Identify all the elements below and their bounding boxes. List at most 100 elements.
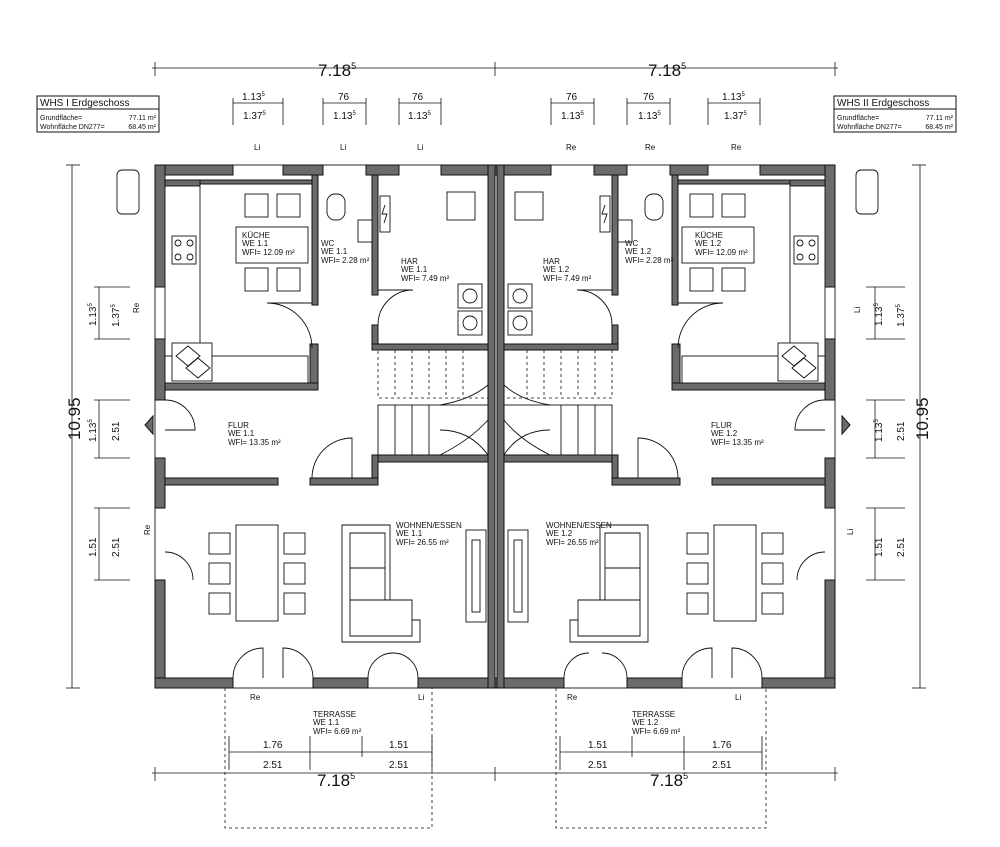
label-terrasse-2-area: WFl= 6.69 m² [632, 727, 681, 736]
info-right-value-1: 77.11 m² [926, 115, 954, 122]
label-terrasse-1-unit: WE 1.1 [313, 718, 340, 727]
left-unit-furniture [164, 185, 489, 679]
dim-l1b: 1.375 [111, 304, 122, 327]
stove-left [171, 235, 197, 265]
dim-t1d: 2.51 [389, 760, 409, 771]
label-kueche-1-area: WFl= 12.09 m² [242, 248, 295, 257]
label-flur-1-area: WFl= 13.35 m² [228, 438, 281, 447]
label-har-2-area: WFl= 7.49 m² [543, 274, 592, 283]
dim-l1a: 1.135 [88, 303, 99, 326]
dim-r2a: 1.135 [874, 419, 885, 442]
label-wohnen-1-area: WFl= 26.55 m² [396, 538, 449, 547]
dim-t2b: 1.76 [712, 740, 732, 751]
label-wohnen-1-name: WOHNEN/ESSEN [396, 521, 462, 530]
dim-t1c: 2.51 [263, 760, 283, 771]
label-wc-2-name: WC [625, 239, 639, 248]
label-wohnen-2-area: WFl= 26.55 m² [546, 538, 599, 547]
entrance-arrow-right [841, 414, 851, 436]
dim-r1b: 1.375 [896, 304, 907, 327]
label-har-2-unit: WE 1.2 [543, 265, 570, 274]
info-left-value-1: 77.11 m² [129, 115, 157, 122]
dim-w4b: 1.135 [561, 111, 584, 122]
dim-r3b: 2.51 [896, 537, 907, 557]
dim-r1a: 1.135 [874, 303, 885, 326]
mark-li-right-1: Li [853, 307, 862, 313]
terrace-outlines [224, 688, 767, 829]
label-wc-1-area: WFl= 2.28 m² [321, 256, 370, 265]
label-flur-1-unit: WE 1.1 [228, 429, 255, 438]
bin-left [116, 169, 140, 215]
dim-w4a: 76 [566, 92, 578, 103]
room-labels-right: KÜCHE WE 1.2 WFl= 12.09 m² WC WE 1.2 WFl… [543, 231, 764, 736]
dim-t2a: 1.51 [588, 740, 608, 751]
label-kueche-2-name: KÜCHE [695, 231, 723, 240]
info-right-title: WHS II Erdgeschoss [837, 98, 929, 109]
building-walls [154, 164, 836, 689]
dimension-right: 10.95 1.135 1.375 1.135 2.51 1.51 2.51 L… [846, 164, 932, 689]
mark-re-left-2: Re [143, 524, 152, 535]
dim-w1b: 1.375 [243, 111, 266, 122]
dim-w5b: 1.135 [638, 111, 661, 122]
dim-w3a: 76 [412, 92, 424, 103]
dim-w5a: 76 [643, 92, 655, 103]
mark-li-1: Li [254, 143, 260, 152]
dim-r2b: 2.51 [896, 421, 907, 441]
info-left-title: WHS I Erdgeschoss [40, 98, 129, 109]
dim-t2c: 2.51 [588, 760, 608, 771]
info-left-value-2: 68.45 m² [128, 124, 156, 131]
room-labels-left: KÜCHE WE 1.1 WFl= 12.09 m² WC WE 1.1 WFl… [228, 231, 462, 736]
dim-t1a: 1.76 [263, 740, 283, 751]
label-terrasse-1-area: WFl= 6.69 m² [313, 727, 362, 736]
mark-re-b2: Re [567, 693, 578, 702]
sink-left [171, 342, 213, 382]
label-har-1-name: HAR [401, 257, 418, 266]
dim-l3b: 2.51 [111, 537, 122, 557]
mark-re-b1: Re [250, 693, 261, 702]
mark-re-1: Re [566, 143, 577, 152]
label-wc-1-unit: WE 1.1 [321, 247, 348, 256]
label-kueche-2-area: WFl= 12.09 m² [695, 248, 748, 257]
stove-right [793, 235, 819, 265]
label-flur-2-area: WFl= 13.35 m² [711, 438, 764, 447]
window-dims-top: 1.135 1.375 76 1.135 76 1.135 76 1.135 7… [232, 92, 761, 125]
label-terrasse-2-name: TERRASSE [632, 710, 675, 719]
label-har-1-unit: WE 1.1 [401, 265, 428, 274]
label-terrasse-2-unit: WE 1.2 [632, 718, 659, 727]
dim-t1b: 1.51 [389, 740, 409, 751]
bin-right [855, 169, 879, 215]
mark-li-3: Li [417, 143, 423, 152]
dim-top-right: 7.185 [648, 61, 686, 80]
label-terrasse-1-name: TERRASSE [313, 710, 356, 719]
dimension-top-overall: 7.185 7.185 [152, 61, 838, 80]
dimension-bottom-overall: 7.185 7.185 [152, 767, 838, 790]
mark-li-b2: Li [735, 693, 741, 702]
entrance-arrow-left [144, 414, 154, 436]
label-kueche-1-unit: WE 1.1 [242, 239, 269, 248]
side-marks-bottom: Re Li Re Li [250, 693, 741, 702]
mark-re-2: Re [645, 143, 656, 152]
side-marks-top: Li Li Li Re Re Re [254, 143, 742, 152]
label-wc-2-unit: WE 1.2 [625, 247, 652, 256]
dim-w6a: 1.135 [722, 92, 745, 103]
label-flur-2-name: FLUR [711, 421, 732, 430]
label-wc-2-area: WFl= 2.28 m² [625, 256, 674, 265]
dimension-left: 10.95 1.135 1.375 1.135 2.51 1.51 2.51 R… [65, 164, 152, 689]
info-right-label-2: Wohnfläche DN277= [837, 124, 902, 131]
label-wohnen-2-unit: WE 1.2 [546, 529, 573, 538]
dim-bottom-right: 7.185 [650, 771, 688, 790]
dim-t2d: 2.51 [712, 760, 732, 771]
info-box-left: WHS I Erdgeschoss Grundfläche= 77.11 m² … [36, 95, 160, 133]
info-right-label-1: Grundfläche= [837, 115, 879, 122]
label-flur-1-name: FLUR [228, 421, 249, 430]
stairs-right [503, 349, 613, 456]
info-box-right: WHS II Erdgeschoss Grundfläche= 77.11 m²… [833, 95, 957, 133]
label-wohnen-1-unit: WE 1.1 [396, 529, 423, 538]
mark-li-right-2: Li [846, 529, 855, 535]
dim-w1a: 1.135 [242, 92, 265, 103]
mark-li-2: Li [340, 143, 346, 152]
label-kueche-2-unit: WE 1.2 [695, 239, 722, 248]
mark-re-left-1: Re [132, 302, 141, 313]
dim-w6b: 1.375 [724, 111, 747, 122]
info-left-label-2: Wohnfläche DN277= [40, 124, 105, 131]
label-wohnen-2-name: WOHNEN/ESSEN [546, 521, 612, 530]
